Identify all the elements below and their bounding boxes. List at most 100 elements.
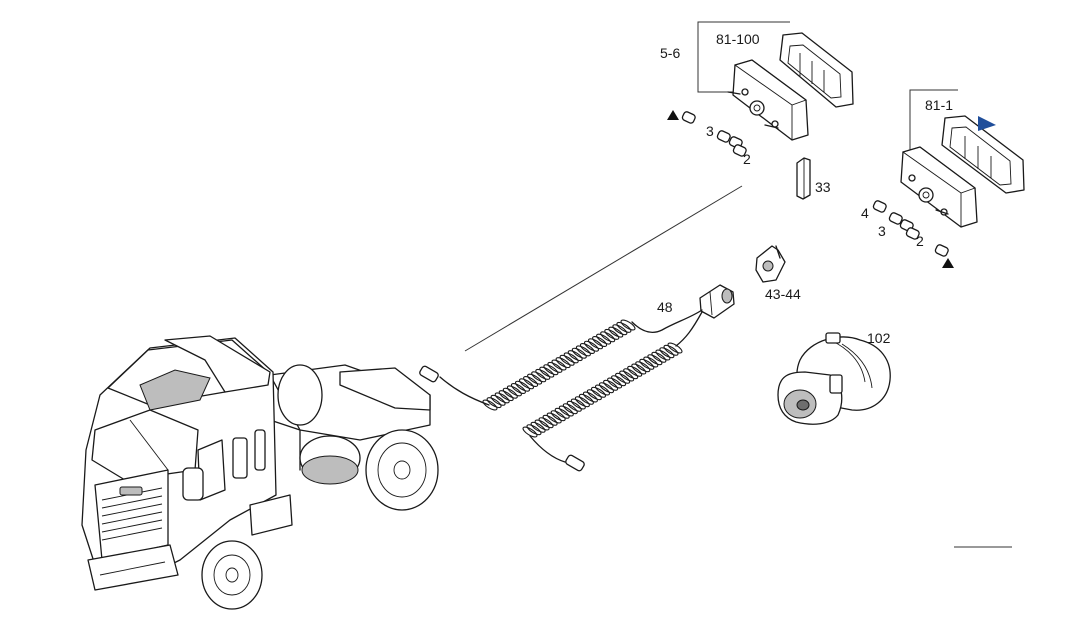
coil-loop	[522, 426, 538, 438]
coil-loop	[510, 383, 526, 394]
coil-loop	[615, 372, 631, 384]
coil-loop	[579, 343, 595, 354]
coil-loop	[531, 371, 547, 383]
label-33: 33	[815, 179, 831, 195]
coil-loop	[543, 364, 559, 376]
coil-loop	[598, 382, 615, 394]
marker-triangle-left	[667, 110, 679, 120]
coil-loop	[486, 397, 502, 409]
coil-loop	[558, 405, 574, 417]
bulbs-left	[716, 130, 747, 157]
coil-loop	[578, 393, 594, 405]
coil-loop	[631, 363, 647, 375]
coil-loop	[667, 342, 683, 354]
label-102: 102	[867, 330, 891, 346]
coil-loop	[643, 356, 659, 368]
coil-loop	[554, 407, 570, 419]
coil-loop	[538, 417, 554, 429]
coil-loop	[523, 376, 539, 387]
coil-loop	[582, 391, 598, 403]
coil-loop	[550, 410, 566, 422]
label-3-left: 3	[706, 123, 714, 139]
coil-loop	[570, 398, 586, 410]
coil-loop	[612, 324, 628, 336]
label-5-6: 5-6	[660, 45, 680, 61]
coil-loop	[590, 386, 607, 398]
coil-loop	[596, 333, 612, 345]
marker-triangle-right	[942, 258, 954, 268]
coil-loop	[551, 359, 567, 371]
label-81-1: 81-1	[925, 97, 953, 113]
label-81-100: 81-100	[716, 31, 760, 47]
coil-loop	[639, 358, 655, 370]
coil-loop	[563, 352, 579, 364]
coil-loop	[619, 370, 635, 382]
label-2-left: 2	[743, 151, 751, 167]
bracket-43-44	[755, 245, 786, 283]
coil-loop	[534, 419, 550, 431]
coil-loop	[608, 326, 624, 338]
label-4: 4	[861, 205, 869, 221]
coil-loop	[635, 361, 651, 373]
small-bulb-left	[681, 111, 696, 124]
coil-loop	[526, 424, 542, 436]
coil-loop	[518, 378, 535, 390]
coil-loop	[559, 354, 575, 366]
lamp-cover-right	[941, 115, 1025, 194]
coil-upper	[482, 319, 636, 411]
truck-illustration	[81, 335, 439, 610]
coil-loop	[571, 347, 587, 359]
coil-loop	[494, 392, 510, 404]
coil-loop	[566, 400, 582, 412]
coil-loop	[514, 380, 531, 392]
coil-loop	[542, 414, 558, 426]
coil-loop	[604, 328, 620, 340]
coil-loop	[587, 338, 604, 350]
lamp-housing-right	[900, 146, 978, 228]
coil-loop	[567, 350, 583, 362]
coil-loop	[651, 351, 667, 363]
lamp-cover-left	[779, 32, 854, 108]
coil-loop	[616, 321, 632, 333]
label-3-right: 3	[878, 223, 886, 239]
coil-loop	[530, 421, 546, 433]
cable-end-right	[565, 454, 585, 472]
coil-loop	[647, 354, 663, 366]
coil-loop	[547, 361, 563, 373]
coil-loop	[611, 375, 627, 387]
coil-loop	[603, 379, 619, 391]
coil-loop	[583, 340, 600, 352]
coil-loop	[592, 336, 608, 347]
coil-loop	[527, 373, 543, 385]
flag-icon	[978, 116, 996, 131]
bulbs-right	[872, 200, 949, 257]
coil-loop	[562, 403, 578, 415]
coil-loop	[506, 385, 522, 397]
label-48: 48	[657, 299, 673, 315]
coil-loop	[535, 368, 551, 380]
leader-left-lamp	[697, 21, 790, 93]
rear-wheel	[365, 429, 439, 511]
coil-lower	[522, 342, 683, 438]
coil-loop	[575, 345, 591, 357]
coil-loop	[607, 377, 623, 389]
coil-loop	[600, 331, 616, 343]
lamp-housing-left	[727, 59, 809, 141]
coil-loop	[482, 399, 498, 411]
coil-loop	[502, 387, 518, 399]
coil-loop	[620, 319, 636, 331]
front-wheel	[201, 540, 263, 610]
label-2-right: 2	[916, 233, 924, 249]
coiled-cable-48	[419, 284, 735, 472]
coil-loop	[659, 347, 675, 359]
coil-loop	[546, 412, 562, 424]
coil-loop	[594, 384, 611, 396]
reference-line	[464, 185, 743, 352]
coil-loop	[490, 394, 506, 406]
coil-loop	[655, 349, 671, 361]
coil-loop	[623, 368, 639, 380]
right-lamp-group	[872, 89, 1025, 268]
coil-loop	[627, 365, 643, 377]
socket-33	[796, 157, 811, 200]
